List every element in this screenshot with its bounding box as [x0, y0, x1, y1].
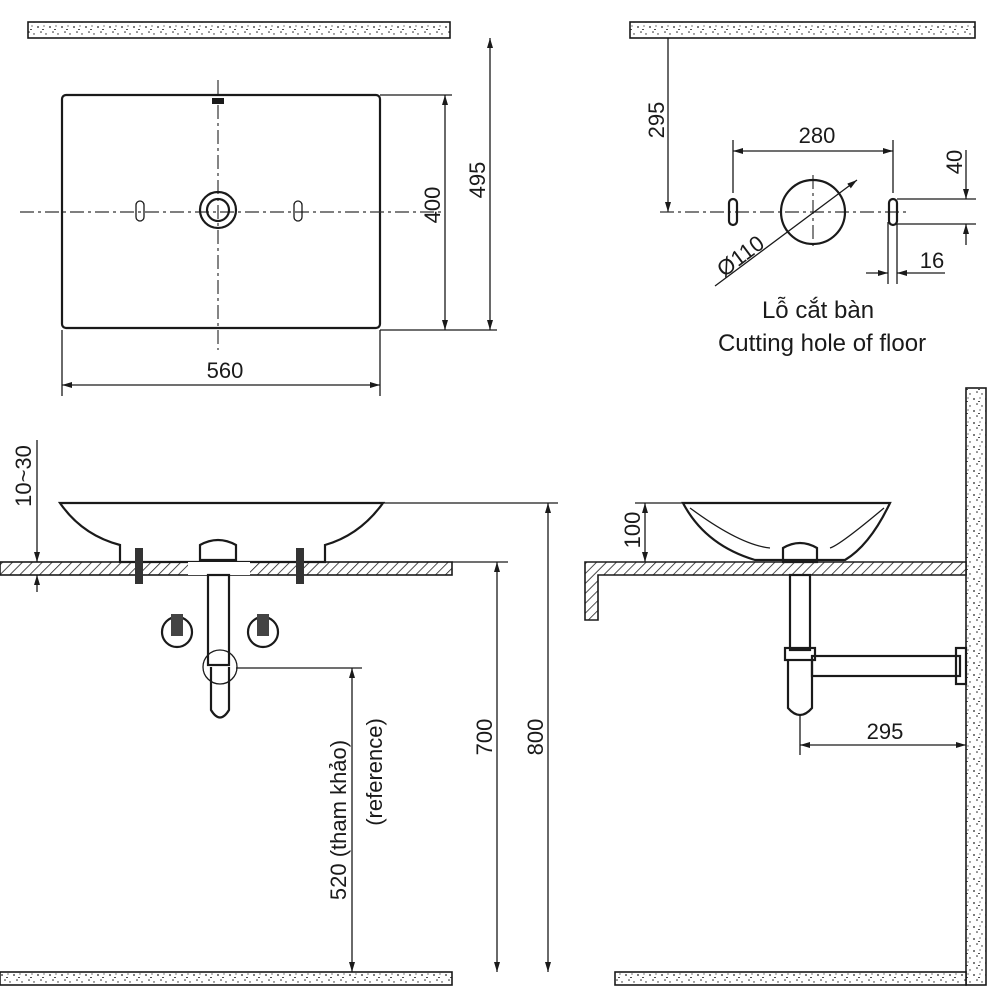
hole-spacing-dim: 280 [799, 123, 836, 148]
drain-pipe [206, 573, 231, 667]
counter-height-dim: 700 [472, 719, 497, 756]
slot-hole [727, 197, 739, 227]
side-view: 100 295 [584, 501, 968, 755]
drain-pipe-side [788, 573, 812, 652]
trap-height-dim: 520 (tham khảo) [326, 740, 351, 900]
trap-height-note: (reference) [362, 718, 387, 826]
slot-length-dim: 40 [942, 150, 967, 174]
caption-vi: Lỗ cắt bàn [762, 297, 874, 324]
drain-icon [198, 190, 238, 230]
trap [202, 649, 238, 685]
waste-pipe [810, 654, 962, 678]
top-view: 400 495 560 [20, 38, 497, 396]
basin-height-dim: 800 [523, 719, 548, 756]
bottle-trap [786, 660, 814, 717]
floor-left [0, 971, 453, 986]
depth-dim: 400 [420, 187, 445, 224]
wall-dim: 495 [465, 162, 490, 199]
right-side-wall [965, 387, 987, 986]
diameter-dim: Ø110 [712, 230, 769, 281]
floor-right [614, 971, 967, 986]
drain-hole [779, 178, 847, 246]
trap-wall-dim: 295 [867, 719, 904, 744]
bolt [296, 548, 304, 584]
cutting-hole-view: 295 280 Ø110 40 16 Lỗ cắt bàn Cutting ho… [644, 38, 976, 357]
slot-hole [887, 197, 899, 227]
basin-profile [57, 501, 386, 564]
mount-slot [293, 200, 303, 222]
slot-width-dim: 16 [920, 248, 944, 273]
basin-depth-dim: 100 [620, 512, 645, 549]
counter-thickness-dim: 10~30 [11, 445, 36, 507]
top-left-wall [27, 21, 451, 39]
mount-slot [135, 200, 145, 222]
caption-en: Cutting hole of floor [718, 330, 926, 357]
basin-side-profile [681, 501, 892, 562]
bolt [135, 548, 143, 584]
hole-wall-dim: 295 [644, 102, 669, 139]
front-view: 10~30 520 (tham khảo) (reference) 700 80… [0, 440, 558, 972]
countertop-side [584, 561, 967, 621]
top-right-wall [629, 21, 976, 39]
width-dim: 560 [207, 358, 244, 383]
